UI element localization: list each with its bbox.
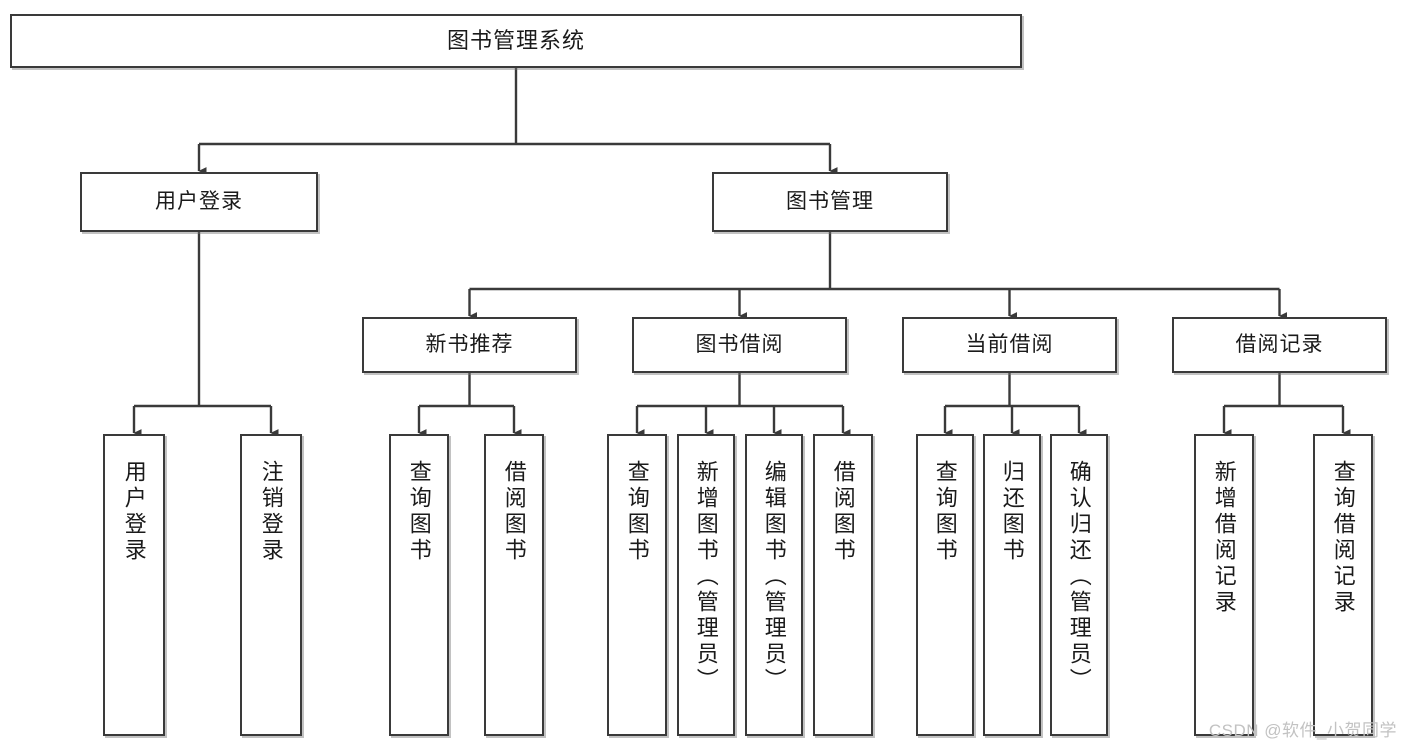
node-leaf-borrow-books-recommend[interactable]: 借阅图书 [484,434,544,736]
node-leaf-query-books-recommend-label: 查询图书 [406,460,432,564]
node-borrowing-records-label: 借阅记录 [1235,332,1324,356]
watermark: CSDN @软件_小贺同学 [1208,721,1397,740]
node-user-login[interactable]: 用户登录 [80,172,318,232]
node-leaf-edit-book-admin[interactable]: 编辑图书（管理员） [745,434,803,736]
node-leaf-borrow-books-recommend-label: 借阅图书 [501,460,527,564]
node-current-borrowing[interactable]: 当前借阅 [902,317,1117,373]
node-leaf-logout-label: 注销登录 [258,460,284,564]
node-root-label: 图书管理系统 [446,28,585,54]
node-leaf-confirm-return-admin[interactable]: 确认归还（管理员） [1050,434,1108,736]
node-leaf-add-borrow-record[interactable]: 新增借阅记录 [1194,434,1254,736]
node-new-book-recommendation-label: 新书推荐 [425,332,514,356]
node-book-management-label: 图书管理 [786,189,874,213]
node-leaf-edit-book-admin-label: 编辑图书（管理员） [761,460,787,694]
node-borrowing-records[interactable]: 借阅记录 [1172,317,1387,373]
node-leaf-add-borrow-record-label: 新增借阅记录 [1211,460,1237,616]
node-leaf-query-books-borrowing-label: 查询图书 [624,460,650,564]
node-current-borrowing-label: 当前借阅 [965,332,1054,356]
node-leaf-query-books-borrowing[interactable]: 查询图书 [607,434,667,736]
node-leaf-borrow-books[interactable]: 借阅图书 [813,434,873,736]
node-book-borrowing[interactable]: 图书借阅 [632,317,847,373]
node-leaf-return-books-label: 归还图书 [999,460,1025,564]
node-leaf-add-book-admin[interactable]: 新增图书（管理员） [677,434,735,736]
node-user-login-label: 用户登录 [155,189,243,213]
node-leaf-user-login[interactable]: 用户登录 [103,434,165,736]
node-leaf-query-borrow-record-label: 查询借阅记录 [1330,460,1356,616]
node-leaf-query-books-recommend[interactable]: 查询图书 [389,434,449,736]
node-root[interactable]: 图书管理系统 [10,14,1022,68]
node-leaf-query-books-current-label: 查询图书 [932,460,958,564]
node-leaf-borrow-books-label: 借阅图书 [830,460,856,564]
node-book-borrowing-label: 图书借阅 [695,332,784,356]
node-leaf-confirm-return-admin-label: 确认归还（管理员） [1066,460,1092,694]
node-new-book-recommendation[interactable]: 新书推荐 [362,317,577,373]
node-leaf-query-books-current[interactable]: 查询图书 [916,434,974,736]
node-leaf-logout[interactable]: 注销登录 [240,434,302,736]
node-book-management[interactable]: 图书管理 [712,172,948,232]
node-leaf-return-books[interactable]: 归还图书 [983,434,1041,736]
node-leaf-user-login-label: 用户登录 [121,460,147,564]
node-leaf-query-borrow-record[interactable]: 查询借阅记录 [1313,434,1373,736]
node-leaf-add-book-admin-label: 新增图书（管理员） [693,460,719,694]
